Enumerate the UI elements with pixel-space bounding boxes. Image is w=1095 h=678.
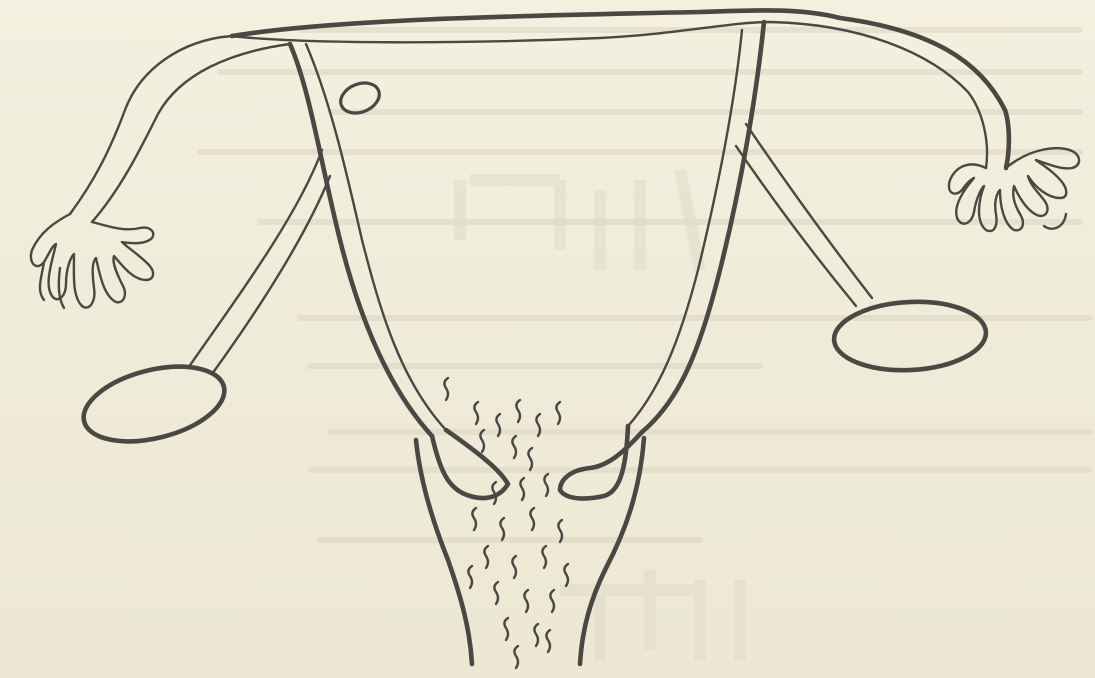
sperm-marks	[444, 378, 568, 668]
cervix	[432, 426, 642, 498]
left-fimbriae	[31, 214, 153, 308]
right-fimbriae	[949, 148, 1079, 231]
right-ovary	[736, 124, 988, 374]
vaginal-canal	[416, 438, 644, 664]
left-fallopian-tube	[70, 36, 290, 222]
small-oval-structure	[336, 78, 384, 119]
